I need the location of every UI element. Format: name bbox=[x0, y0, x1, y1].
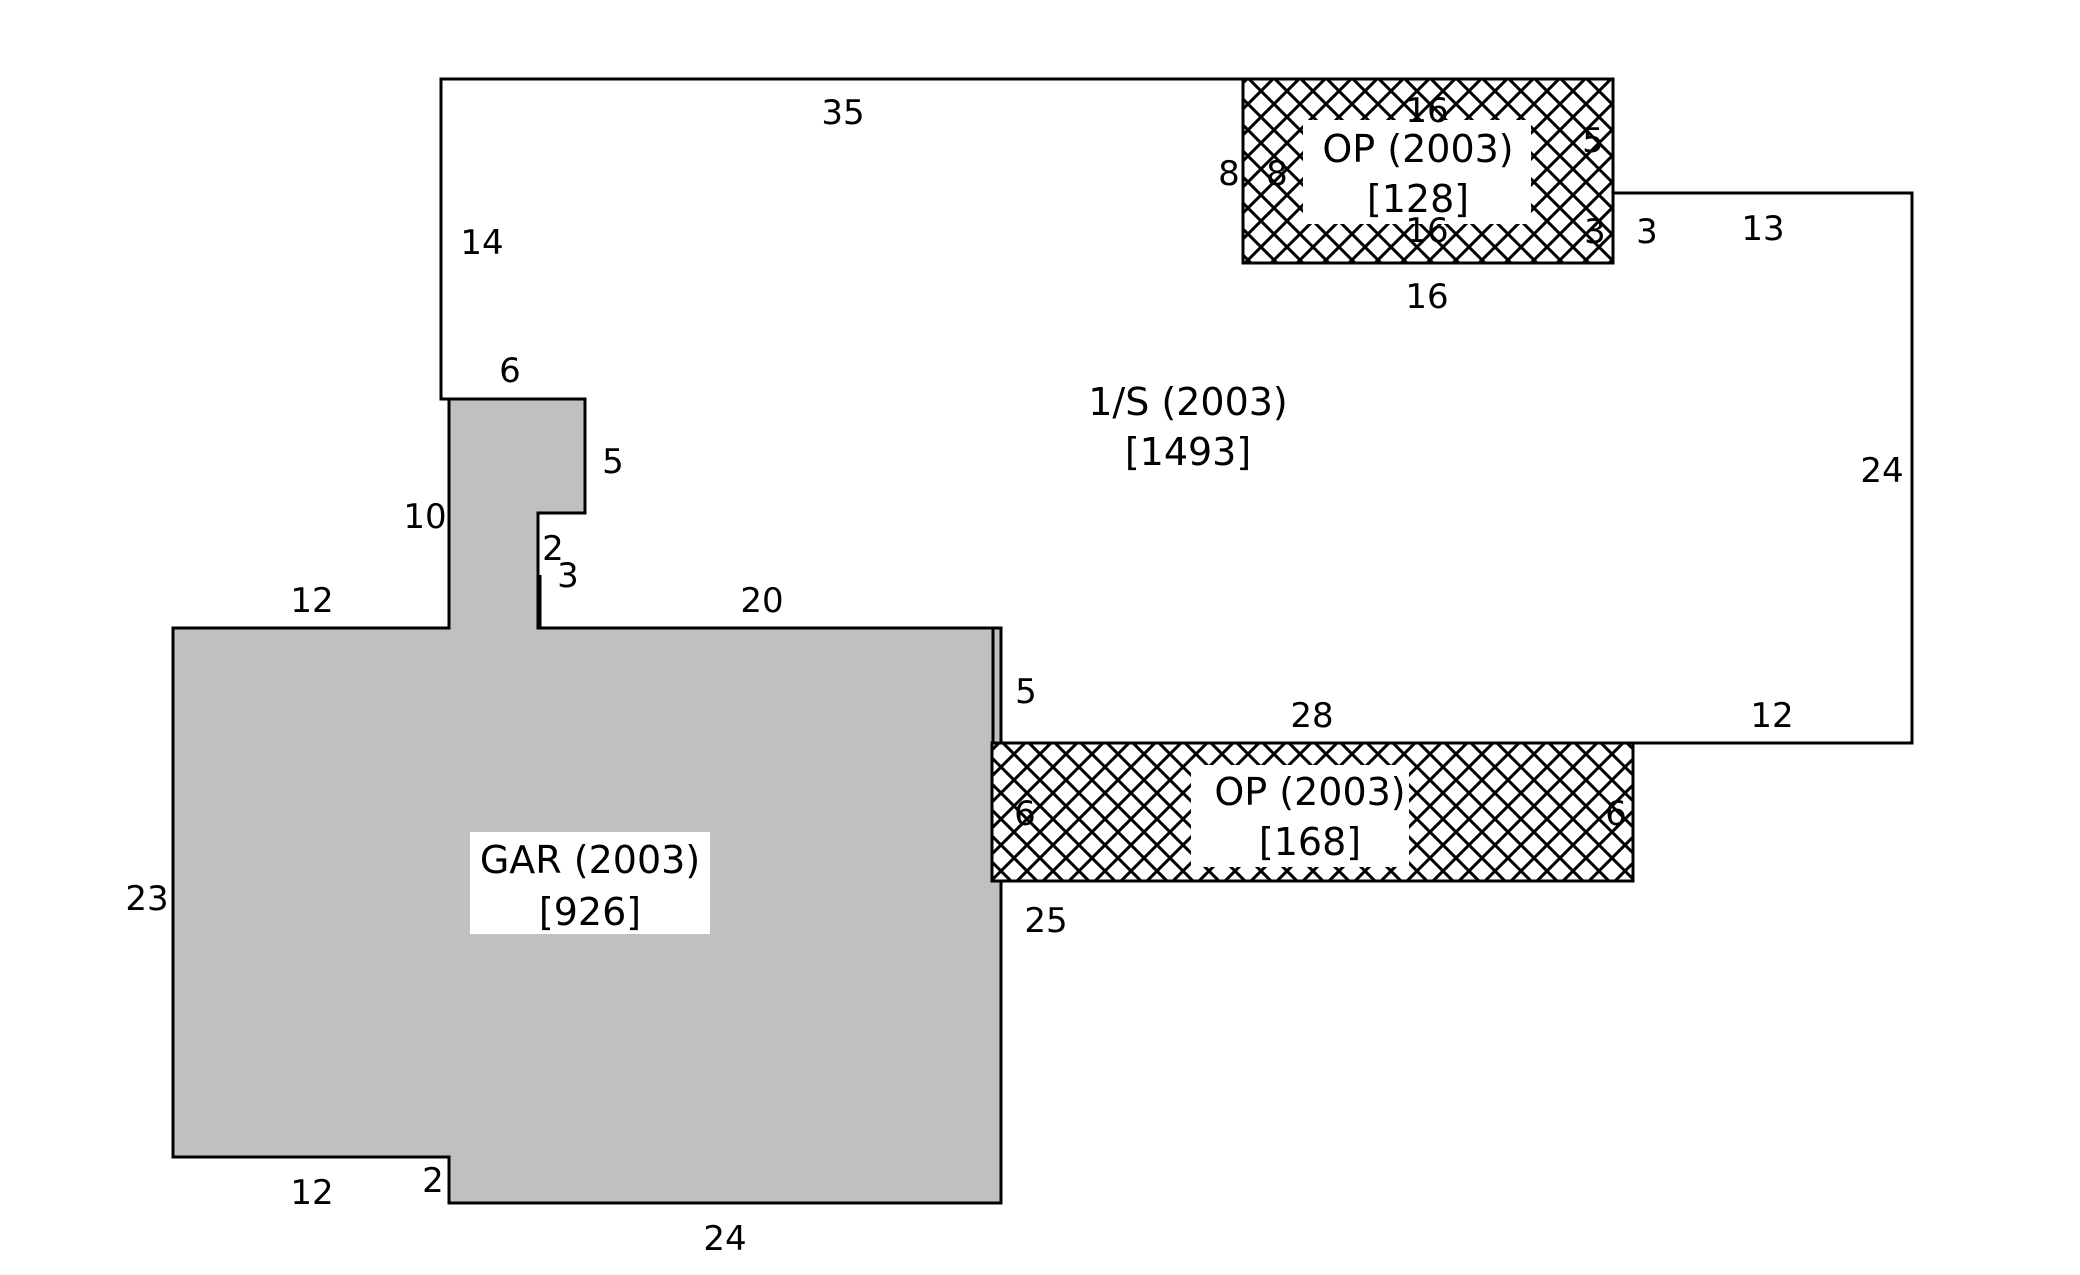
dim-notch-3: 3 bbox=[557, 556, 579, 596]
dim-porch-top-16-inner: 16 bbox=[1405, 211, 1448, 251]
dim-garage-left-23: 23 bbox=[125, 879, 168, 919]
dim-porch-top-8-outer: 8 bbox=[1218, 154, 1240, 194]
dim-porch-top-3: 3 bbox=[1584, 212, 1606, 252]
dim-right-24: 24 bbox=[1860, 451, 1903, 491]
garage-area bbox=[171, 397, 1003, 1205]
open-porch-top-label-box bbox=[1303, 120, 1531, 224]
dim-garage-10: 10 bbox=[403, 497, 446, 537]
porch-bottom-sqft: [168] bbox=[1259, 820, 1361, 864]
living-area-label: 1/S (2003) bbox=[1088, 380, 1288, 424]
dim-notch-6: 6 bbox=[499, 351, 521, 391]
dim-porch-top-8-inner: 8 bbox=[1266, 154, 1288, 194]
open-porch-bottom-label-box bbox=[1191, 765, 1409, 867]
dim-top-35: 35 bbox=[821, 93, 864, 133]
dim-porch-bot-25: 25 bbox=[1024, 901, 1067, 941]
dim-right-13: 13 bbox=[1741, 209, 1784, 249]
dim-garage-right-5: 5 bbox=[1015, 672, 1037, 712]
dim-notch-2: 2 bbox=[542, 529, 564, 569]
garage-label-box bbox=[470, 832, 710, 934]
dim-garage-bot-24: 24 bbox=[703, 1219, 746, 1259]
dim-garage-bot-12: 12 bbox=[290, 1173, 333, 1213]
dim-garage-bot-2: 2 bbox=[422, 1161, 444, 1201]
dim-notch-5: 5 bbox=[602, 442, 624, 482]
dim-porch-top-16-bottom: 16 bbox=[1405, 277, 1448, 317]
dim-garage-top-20: 20 bbox=[740, 581, 783, 621]
garage-area-label: GAR (2003) bbox=[480, 838, 700, 882]
dim-right-3: 3 bbox=[1636, 212, 1658, 252]
dim-bottom-28: 28 bbox=[1290, 696, 1333, 736]
porch-top-label: OP (2003) bbox=[1322, 127, 1513, 171]
dim-left-14: 14 bbox=[460, 223, 503, 263]
porch-bottom-label: OP (2003) bbox=[1214, 770, 1405, 814]
garage-area-sqft: [926] bbox=[539, 890, 641, 934]
dim-porch-bot-6-right: 6 bbox=[1605, 794, 1627, 834]
dim-porch-top-5: 5 bbox=[1582, 121, 1604, 161]
living-area-sqft: [1493] bbox=[1125, 430, 1251, 474]
dim-porch-bot-6-left: 6 bbox=[1014, 794, 1036, 834]
porch-top-sqft: [128] bbox=[1367, 177, 1469, 221]
dim-garage-top-12: 12 bbox=[290, 581, 333, 621]
dim-porch-top-16-top: 16 bbox=[1405, 91, 1448, 131]
dim-bottom-12: 12 bbox=[1750, 696, 1793, 736]
